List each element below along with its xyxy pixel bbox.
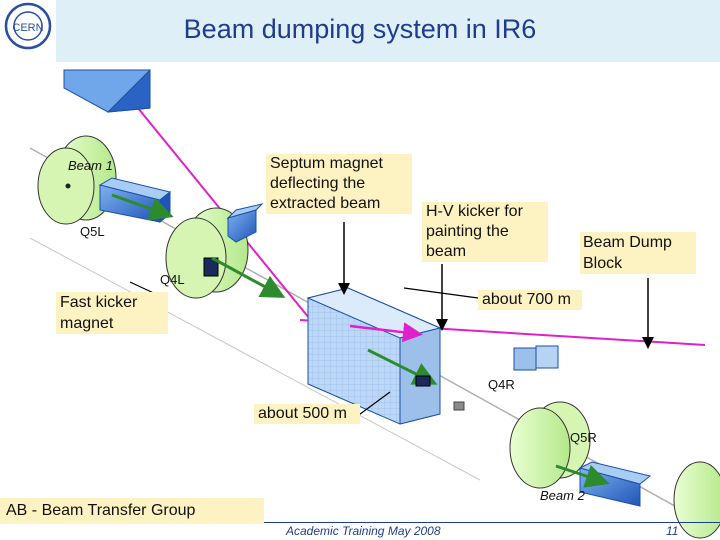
- dump-line-magnets: [513, 345, 559, 371]
- page-title: Beam dumping system in IR6: [183, 14, 537, 44]
- group-label: AB - Beam Transfer Group: [0, 498, 264, 524]
- q5r-magnet: [578, 461, 652, 507]
- q4r-label: Q4R: [488, 377, 515, 392]
- footer-divider: [0, 522, 720, 523]
- beamline-lower: [29, 237, 481, 481]
- beam2-label: Beam 2: [540, 488, 585, 503]
- q5l-label: Q5L: [80, 224, 105, 239]
- fast-kicker-label: Fast kicker magnet: [56, 292, 168, 334]
- q4l-label: Q4L: [160, 272, 185, 287]
- q5l-magnet: [98, 177, 172, 224]
- q5r-label: Q5R: [570, 430, 597, 445]
- about-700m-label: about 700 m: [478, 290, 582, 310]
- hv-kicker-small: [226, 203, 264, 243]
- svg-text:CERN: CERN: [12, 22, 43, 34]
- cern-logo: CERN: [0, 0, 56, 62]
- beam1-label: Beam 1: [68, 158, 113, 173]
- q-end-right: [673, 461, 720, 539]
- hv-kicker-label: H-V kicker for painting the beam: [422, 202, 548, 262]
- dump-block-top: [63, 68, 151, 113]
- q5r-quadrupole: [509, 401, 591, 489]
- about-500m-label: about 500 m: [254, 404, 360, 424]
- event-label: Academic Training May 2008: [286, 524, 441, 538]
- septum-magnet-label: Septum magnet deflecting the extracted b…: [266, 154, 412, 214]
- header-bar: [0, 0, 720, 62]
- beam-dump-block-label: Beam Dump Block: [580, 232, 696, 274]
- page-number: 11: [666, 524, 679, 538]
